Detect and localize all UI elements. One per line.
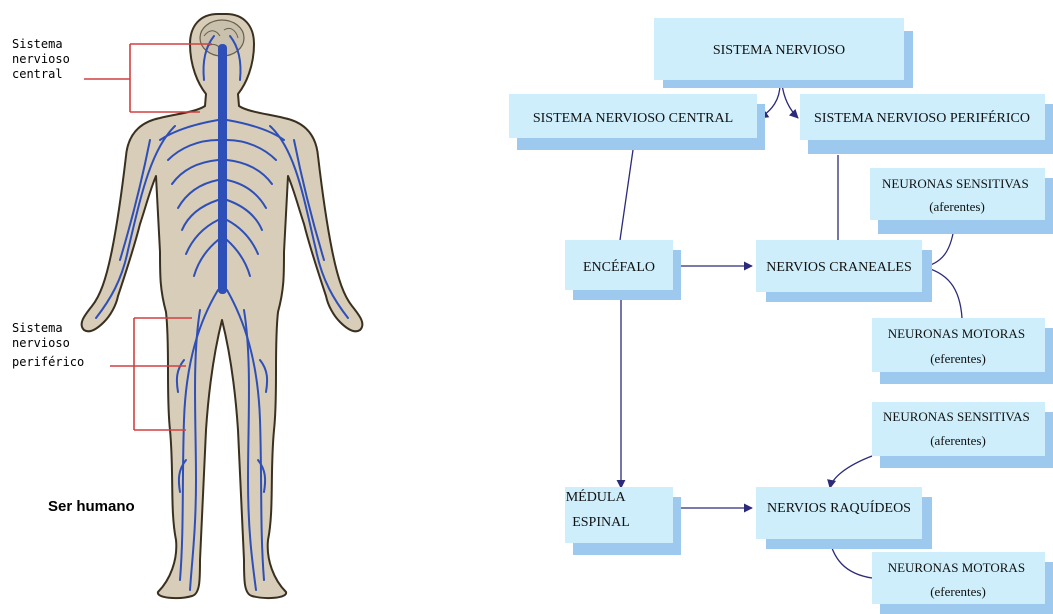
connector-snc-encefalo <box>620 136 635 240</box>
box-label: NERVIOS RAQUÍDEOS <box>767 499 911 516</box>
human-body-illustration: Sistema nervioso central Sistema nervios… <box>12 14 362 598</box>
box-neuronas-motoras-2: NEURONAS MOTORAS (eferentes) <box>872 552 1053 614</box>
box-snc: SISTEMA NERVIOSO CENTRAL <box>509 94 765 150</box>
spinal-cord <box>218 44 227 294</box>
box-label: SISTEMA NERVIOSO <box>713 43 845 58</box>
box-label: ENCÉFALO <box>583 258 655 275</box>
box-encefalo: ENCÉFALO <box>565 240 681 300</box>
box-neuronas-motoras-1: NEURONAS MOTORAS (eferentes) <box>872 318 1053 384</box>
label-periferico: Sistema nervioso periférico <box>12 321 84 369</box>
box-label: NERVIOS CRANEALES <box>766 260 912 275</box>
caption-ser-humano: Ser humano <box>48 498 135 515</box>
box-snp: SISTEMA NERVIOSO PERIFÉRICO <box>800 94 1053 154</box>
box-label: SISTEMA NERVIOSO CENTRAL <box>533 111 733 126</box>
box-medula-espinal: MÉDULA ESPINAL <box>565 487 681 555</box>
connector-root-snp <box>782 84 798 118</box>
box-neuronas-sensitivas-1: NEURONAS SENSITIVAS (aferentes) <box>870 168 1053 234</box>
box-sistema-nervioso: SISTEMA NERVIOSO <box>654 18 913 88</box>
connector-sens2-raquideos <box>830 456 872 488</box>
box-label: SISTEMA NERVIOSO PERIFÉRICO <box>814 109 1030 126</box>
label-central: Sistema nervioso central <box>12 37 77 81</box>
box-nervios-raquideos: NERVIOS RAQUÍDEOS <box>756 487 932 549</box>
box-nervios-craneales: NERVIOS CRANEALES <box>756 240 932 302</box>
box-neuronas-sensitivas-2: NEURONAS SENSITIVAS (aferentes) <box>872 402 1053 468</box>
